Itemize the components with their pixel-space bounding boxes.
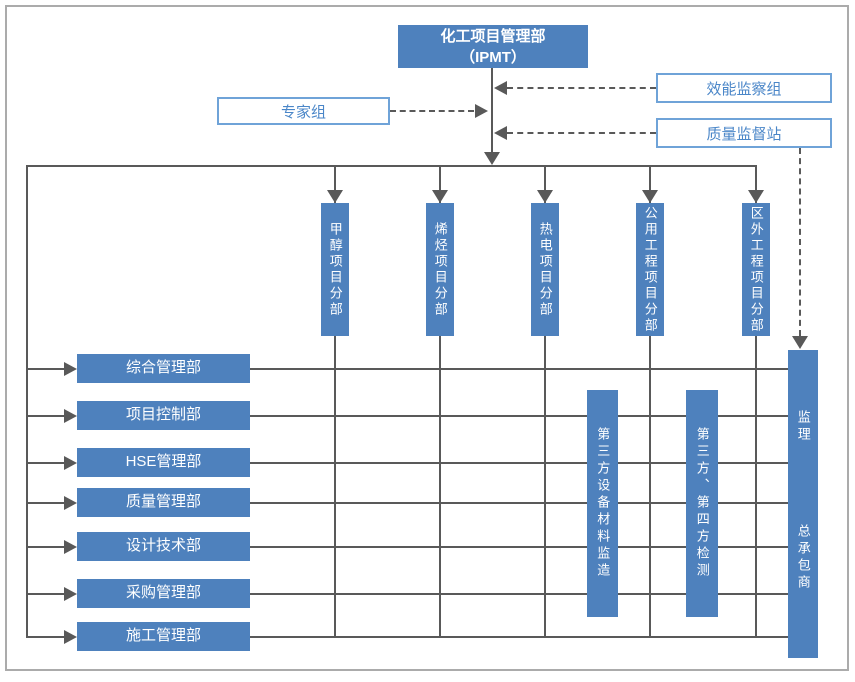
connector-dept-3-in xyxy=(26,462,64,464)
arrowhead-ipmt-drop xyxy=(484,152,500,165)
node-ipmt-line1: 化工项目管理部 xyxy=(440,27,546,45)
connector-dept-3-out xyxy=(250,462,788,464)
arrowhead-dept-3 xyxy=(64,456,77,470)
node-supervisor-contractor: 监理 总承包商 xyxy=(788,350,818,658)
arrowhead-dept-6 xyxy=(64,587,77,601)
node-division-utilities-label: 公用工程项目分部 xyxy=(642,205,658,334)
node-division-outside-area-label: 区外工程项目分部 xyxy=(748,205,764,334)
connector-quality-drop-dashed xyxy=(799,148,801,336)
connector-dept-2-out xyxy=(250,415,788,417)
arrowhead-dept-1 xyxy=(64,362,77,376)
connector-column-4 xyxy=(649,166,651,637)
arrowhead-quality-drop xyxy=(792,336,808,349)
node-division-utilities: 公用工程项目分部 xyxy=(636,203,664,336)
node-dept-design-technology-label: 设计技术部 xyxy=(125,537,201,555)
node-dept-design-technology: 设计技术部 xyxy=(77,532,250,561)
node-quality-supervision-label: 质量监督站 xyxy=(706,125,782,143)
node-efficiency-supervision-label: 效能监察组 xyxy=(706,80,782,98)
node-division-methanol: 甲醇项目分部 xyxy=(321,203,349,336)
connector-expert-dashed xyxy=(390,110,474,112)
connector-column-5 xyxy=(755,166,757,637)
connector-dept-4-out xyxy=(250,502,788,504)
connector-dept-1-in xyxy=(26,368,64,370)
arrowhead-dept-4 xyxy=(64,496,77,510)
arrowhead-dept-2 xyxy=(64,409,77,423)
connector-efficiency-dashed xyxy=(507,87,656,89)
node-division-thermal-power-label: 热电项目分部 xyxy=(537,221,553,318)
node-expert-group: 专家组 xyxy=(217,97,390,125)
node-dept-general-management: 综合管理部 xyxy=(77,354,250,383)
node-third-fourth-party-testing: 第三方、第四方检测 xyxy=(686,390,718,617)
node-division-olefin-label: 烯烃项目分部 xyxy=(432,221,448,318)
connector-dept-7-out xyxy=(250,636,788,638)
connector-dept-1-out xyxy=(250,368,788,370)
connector-dept-5-out xyxy=(250,546,788,548)
connector-dept-4-in xyxy=(26,502,64,504)
node-dept-general-management-label: 综合管理部 xyxy=(125,359,201,377)
connector-dept-7-in xyxy=(26,636,64,638)
arrowhead-dept-7 xyxy=(64,630,77,644)
connector-left-rail xyxy=(26,165,28,638)
connector-dept-6-in xyxy=(26,593,64,595)
node-dept-hse-management: HSE管理部 xyxy=(77,448,250,477)
arrowhead-division-5 xyxy=(748,190,764,203)
arrowhead-efficiency xyxy=(494,81,507,95)
arrowhead-division-4 xyxy=(642,190,658,203)
arrowhead-expert xyxy=(475,104,488,118)
connector-ipmt-drop xyxy=(491,68,493,153)
arrowhead-division-1 xyxy=(327,190,343,203)
chart-frame xyxy=(5,5,849,671)
connector-dept-5-in xyxy=(26,546,64,548)
connector-quality-dashed xyxy=(507,132,656,134)
node-dept-hse-management-label: HSE管理部 xyxy=(125,453,202,471)
node-quality-supervision: 质量监督站 xyxy=(656,118,832,148)
connector-dept-2-in xyxy=(26,415,64,417)
node-dept-procurement-management: 采购管理部 xyxy=(77,579,250,608)
connector-column-2 xyxy=(439,166,441,637)
node-dept-procurement-management-label: 采购管理部 xyxy=(125,584,201,602)
node-dept-quality-management: 质量管理部 xyxy=(77,488,250,517)
node-efficiency-supervision: 效能监察组 xyxy=(656,73,832,103)
node-third-party-equipment-supervision: 第三方设备材料监造 xyxy=(587,390,618,617)
node-dept-project-control: 项目控制部 xyxy=(77,401,250,430)
arrowhead-dept-5 xyxy=(64,540,77,554)
node-division-methanol-label: 甲醇项目分部 xyxy=(327,221,343,318)
node-dept-construction-management: 施工管理部 xyxy=(77,622,250,651)
node-general-contractor-label: 总承包商 xyxy=(795,524,811,592)
node-supervisor-label: 监理 xyxy=(795,410,811,444)
arrowhead-quality xyxy=(494,126,507,140)
node-third-party-equipment-supervision-label: 第三方设备材料监造 xyxy=(595,427,611,580)
node-division-olefin: 烯烃项目分部 xyxy=(426,203,454,336)
node-division-outside-area: 区外工程项目分部 xyxy=(742,203,770,336)
connector-column-1 xyxy=(334,166,336,637)
node-dept-construction-management-label: 施工管理部 xyxy=(125,627,201,645)
node-third-fourth-party-testing-label: 第三方、第四方检测 xyxy=(694,427,710,580)
arrowhead-division-3 xyxy=(537,190,553,203)
connector-column-3 xyxy=(544,166,546,637)
node-dept-quality-management-label: 质量管理部 xyxy=(125,493,201,511)
node-expert-group-label: 专家组 xyxy=(280,103,326,121)
node-dept-project-control-label: 项目控制部 xyxy=(125,406,201,424)
connector-dept-6-out xyxy=(250,593,788,595)
node-ipmt-line2: （IPMT） xyxy=(460,48,526,66)
node-ipmt: 化工项目管理部 （IPMT） xyxy=(398,25,588,68)
arrowhead-division-2 xyxy=(432,190,448,203)
node-division-thermal-power: 热电项目分部 xyxy=(531,203,559,336)
connector-top-rail xyxy=(26,165,757,167)
